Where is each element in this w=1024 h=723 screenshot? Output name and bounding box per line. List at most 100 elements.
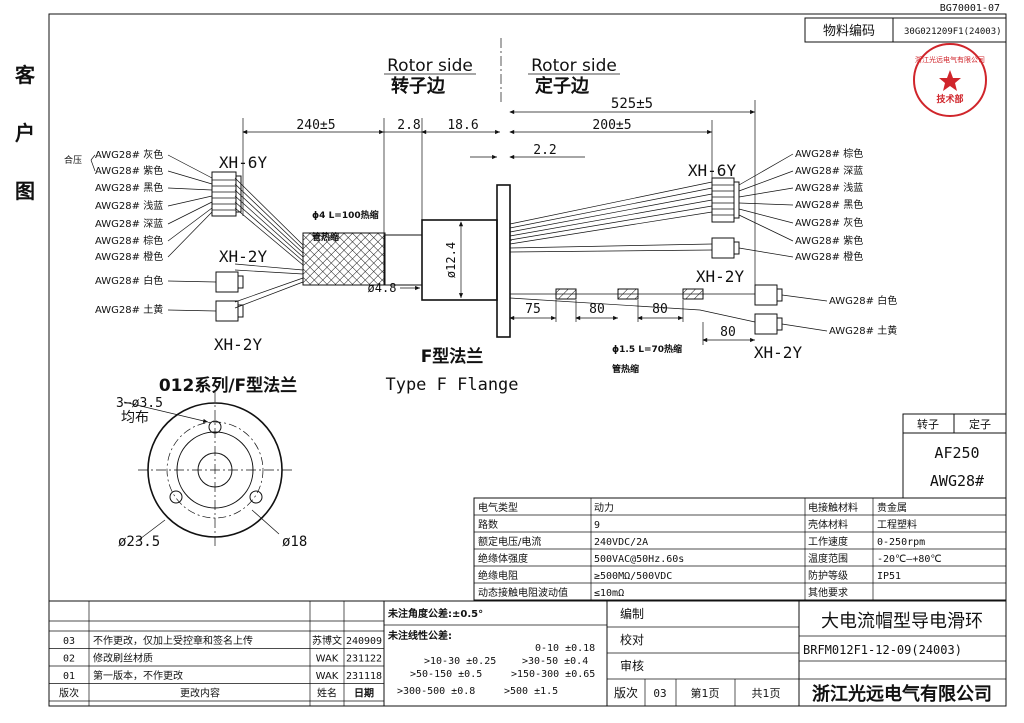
drawing-frame <box>48 13 1007 707</box>
spec-cell: 绝缘体强度 <box>478 552 528 565</box>
tolerance-notes: 未注角度公差:±0.5° 未注线性公差: 0-10 ±0.18 >10-30 ±… <box>387 607 595 697</box>
flange-outer-dia: ø23.5 <box>118 534 160 550</box>
rotor-side-en: Rotor side <box>387 56 473 76</box>
spec-cell: 动态接触电阻波动值 <box>478 586 568 599</box>
svg-text:AWG28# 浅蓝: AWG28# 浅蓝 <box>795 181 863 194</box>
spec-cell: 工程塑料 <box>877 518 917 531</box>
svg-text:编制: 编制 <box>620 606 644 621</box>
svg-text:AWG28# 灰色: AWG28# 灰色 <box>95 148 163 161</box>
svg-text:AWG28# 棕色: AWG28# 棕色 <box>795 147 863 160</box>
svg-text:校对: 校对 <box>620 632 644 647</box>
svg-text:2.8: 2.8 <box>397 118 420 133</box>
rev-name: 苏博文 <box>312 634 342 647</box>
stator-heat-shrinks <box>555 288 704 300</box>
svg-text:第1页: 第1页 <box>691 686 720 700</box>
stator-xh6y-label: XH-6Y <box>688 161 737 180</box>
star-icon <box>939 70 961 91</box>
quality-stamp: 浙江光远电气有限公司 技术部 <box>913 43 987 117</box>
flange-plate <box>496 184 511 338</box>
spec-cell: 电气类型 <box>478 501 518 514</box>
wire-size-table: 转子 定子 AF250 AWG28# <box>902 413 1007 499</box>
svg-text:AWG28# 白色: AWG28# 白色 <box>829 294 897 307</box>
rev-version: 02 <box>63 654 75 665</box>
rotor-wire-labels: AWG28# 灰色 AWG28# 紫色 AWG28# 黑色 AWG28# 浅蓝 … <box>95 148 163 316</box>
svg-text:AWG28# 灰色: AWG28# 灰色 <box>795 216 863 229</box>
svg-text:2.2: 2.2 <box>533 143 556 158</box>
sign-off: 编制 校对 审核 <box>620 606 644 673</box>
rotor-connector-xh2y-b <box>215 300 244 322</box>
svg-text:版次: 版次 <box>614 686 638 700</box>
svg-text:75: 75 <box>525 302 541 317</box>
top-dimensions: 240±5 2.8 18.6 525±5 200±5 2.2 <box>242 96 756 290</box>
heat-shrink-label-2: 管热缩 <box>312 231 339 243</box>
spec-cell: 绝缘电阻 <box>478 569 518 582</box>
rev-header: 日期 <box>354 687 374 700</box>
stator-heat-shrink-label-2: 管热缩 <box>612 363 639 375</box>
svg-text:AWG28#: AWG28# <box>930 472 984 490</box>
crimp-label: 合压 <box>64 154 82 166</box>
spec-cell: 动力 <box>594 501 614 514</box>
rev-date: 231122 <box>346 654 382 665</box>
flange-title-zh: F型法兰 <box>421 346 484 367</box>
flange-front-view <box>123 392 292 548</box>
spec-cell: 电接触材料 <box>808 501 858 514</box>
spec-cell: 防护等级 <box>808 569 848 582</box>
svg-text:AWG28# 紫色: AWG28# 紫色 <box>795 234 863 247</box>
spec-cell: 贵金属 <box>877 501 907 514</box>
spec-cell: ≤10mΩ <box>594 588 624 599</box>
stator-xh2y-label-a: XH-2Y <box>696 267 745 286</box>
side-label-3: 图 <box>15 179 35 203</box>
part-number: BRFM012F1-12-09(24003) <box>803 643 962 657</box>
stator-connector-xh2y-b <box>754 284 783 306</box>
rev-content: 不作更改，仅加上受控章和签名上传 <box>93 634 253 647</box>
rotor-connector-xh6y <box>211 171 242 217</box>
svg-text:525±5: 525±5 <box>611 96 653 112</box>
spec-cell: 温度范围 <box>808 552 848 565</box>
svg-text:审核: 审核 <box>620 658 644 673</box>
svg-text:200±5: 200±5 <box>592 118 631 133</box>
stator-leader-lines <box>738 153 828 332</box>
stamp-inner-text: 技术部 <box>936 93 963 105</box>
material-code-box <box>804 17 1007 43</box>
stator-side-en: Rotor side <box>531 56 617 76</box>
rotor-shaft <box>383 234 423 286</box>
rev-version: 01 <box>63 671 75 682</box>
svg-text:AF250: AF250 <box>934 444 979 462</box>
rev-content: 修改刷丝材质 <box>93 652 153 665</box>
spec-cell: 工作速度 <box>808 535 848 548</box>
stamp-outer-text: 浙江光远电气有限公司 <box>915 55 985 64</box>
svg-text:>30-50 ±0.4: >30-50 ±0.4 <box>522 656 588 667</box>
side-label-2: 户 <box>15 121 35 145</box>
product-name: 大电流帽型导电滑环 <box>821 611 983 632</box>
svg-text:AWG28# 土黄: AWG28# 土黄 <box>95 303 163 316</box>
svg-text:共1页: 共1页 <box>752 687 781 700</box>
company-name: 浙江光远电气有限公司 <box>812 683 992 705</box>
svg-text:AWG28# 棕色: AWG28# 棕色 <box>95 234 163 247</box>
rotor-leader-lines <box>90 154 217 312</box>
svg-text:AWG28# 白色: AWG28# 白色 <box>95 274 163 287</box>
spec-cell: 9 <box>594 520 600 531</box>
svg-text:AWG28# 橙色: AWG28# 橙色 <box>795 250 863 263</box>
svg-text:AWG28# 黑色: AWG28# 黑色 <box>95 181 163 194</box>
flange-pcd: ø18 <box>282 534 307 550</box>
svg-text:>300-500 ±0.8: >300-500 ±0.8 <box>397 686 475 697</box>
svg-text:0-10 ±0.18: 0-10 ±0.18 <box>535 643 595 654</box>
rev-version: 03 <box>63 636 75 647</box>
spec-cell: 240VDC/2A <box>594 537 648 548</box>
svg-text:>500 ±1.5: >500 ±1.5 <box>504 686 558 697</box>
rev-header: 更改内容 <box>180 687 220 700</box>
stator-connector-xh2y-c <box>754 313 783 335</box>
stator-connector-xh6y <box>711 177 740 223</box>
spec-cell: 其他要求 <box>808 586 848 599</box>
page-info: 版次 03 第1页 共1页 <box>614 686 781 700</box>
rev-name: WAK <box>316 671 339 682</box>
rev-header: 姓名 <box>317 687 337 700</box>
svg-text:未注线性公差:: 未注线性公差: <box>387 629 452 642</box>
svg-text:>150-300 ±0.65: >150-300 ±0.65 <box>511 669 595 680</box>
flange-even-label: 均布 <box>121 410 149 426</box>
svg-text:未注角度公差:±0.5°: 未注角度公差:±0.5° <box>387 607 483 620</box>
rev-date: 240909 <box>346 636 382 647</box>
spec-cell: 0-250rpm <box>877 537 925 548</box>
svg-text:80: 80 <box>652 302 668 317</box>
